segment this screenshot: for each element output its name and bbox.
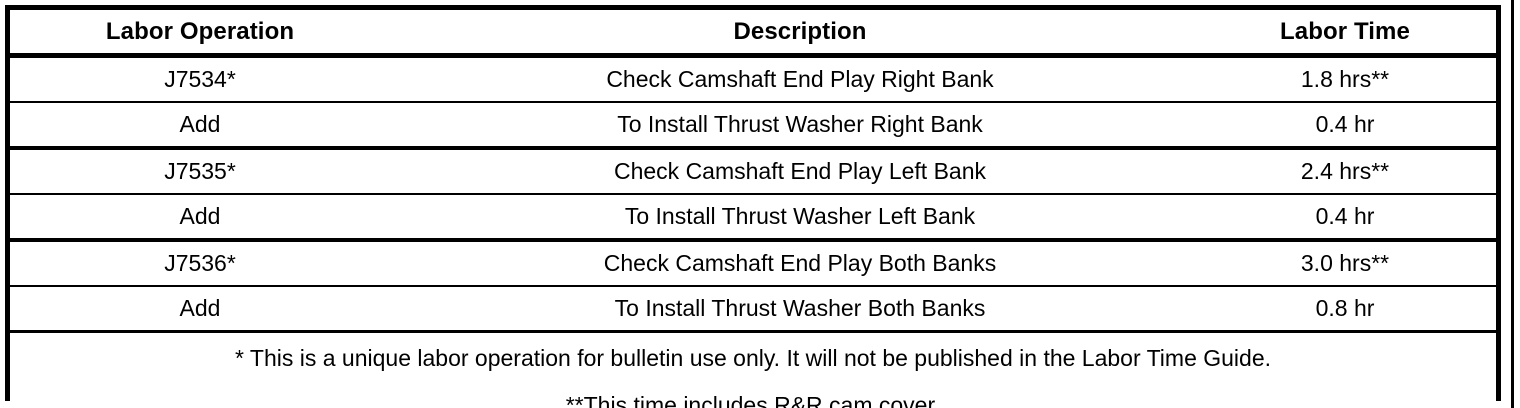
footnote-single-asterisk: * This is a unique labor operation for b… <box>234 345 1272 371</box>
page-edge-rule <box>1511 0 1514 408</box>
cell-labor-operation: J7534* <box>10 55 390 103</box>
footnote-block: * This is a unique labor operation for b… <box>10 331 1496 408</box>
cell-labor-operation: J7536* <box>10 240 390 287</box>
column-header-extra <box>1480 10 1496 58</box>
table-row: J7536* Check Camshaft End Play Both Bank… <box>10 240 1496 287</box>
cell-extra <box>1480 148 1496 195</box>
cell-labor-time: 1.8 hrs** <box>1210 55 1480 103</box>
cell-labor-operation: Add <box>10 194 390 242</box>
footnote-spacer <box>10 372 1496 392</box>
labor-operation-table: Labor Operation Description Labor Time J… <box>10 10 1496 408</box>
cell-labor-time: 0.8 hr <box>1210 286 1480 333</box>
cell-labor-time: 0.4 hr <box>1210 102 1480 150</box>
column-header-description: Description <box>390 10 1210 58</box>
table-row: Add To Install Thrust Washer Left Bank 0… <box>10 194 1496 242</box>
cell-description: Check Camshaft End Play Left Bank <box>390 148 1210 195</box>
table-body: J7534* Check Camshaft End Play Right Ban… <box>10 55 1496 408</box>
cell-description: To Install Thrust Washer Right Bank <box>390 102 1210 150</box>
column-header-labor-operation: Labor Operation <box>10 10 390 58</box>
cell-labor-time: 3.0 hrs** <box>1210 240 1480 287</box>
cell-extra <box>1480 286 1496 333</box>
footnote-row: * This is a unique labor operation for b… <box>10 331 1496 408</box>
cell-labor-time: 0.4 hr <box>1210 194 1480 242</box>
cell-description: To Install Thrust Washer Left Bank <box>390 194 1210 242</box>
table-header-row: Labor Operation Description Labor Time <box>10 10 1496 58</box>
cell-extra <box>1480 240 1496 287</box>
table-row: Add To Install Thrust Washer Both Banks … <box>10 286 1496 333</box>
cell-labor-operation: Add <box>10 286 390 333</box>
cell-description: Check Camshaft End Play Right Bank <box>390 55 1210 103</box>
labor-operation-table-block: Labor Operation Description Labor Time J… <box>5 5 1501 408</box>
table-row: Add To Install Thrust Washer Right Bank … <box>10 102 1496 150</box>
table-row: J7535* Check Camshaft End Play Left Bank… <box>10 148 1496 195</box>
column-header-labor-time: Labor Time <box>1210 10 1480 58</box>
table-header: Labor Operation Description Labor Time <box>10 10 1496 58</box>
cell-labor-time: 2.4 hrs** <box>1210 148 1480 195</box>
cell-description: To Install Thrust Washer Both Banks <box>390 286 1210 333</box>
cell-extra <box>1480 55 1496 103</box>
cell-labor-operation: Add <box>10 102 390 150</box>
table-row: J7534* Check Camshaft End Play Right Ban… <box>10 55 1496 103</box>
cell-labor-operation: J7535* <box>10 148 390 195</box>
cell-description: Check Camshaft End Play Both Banks <box>390 240 1210 287</box>
cell-extra <box>1480 102 1496 150</box>
footnote-double-asterisk: **This time includes R&R cam cover. <box>565 392 941 408</box>
cell-extra <box>1480 194 1496 242</box>
